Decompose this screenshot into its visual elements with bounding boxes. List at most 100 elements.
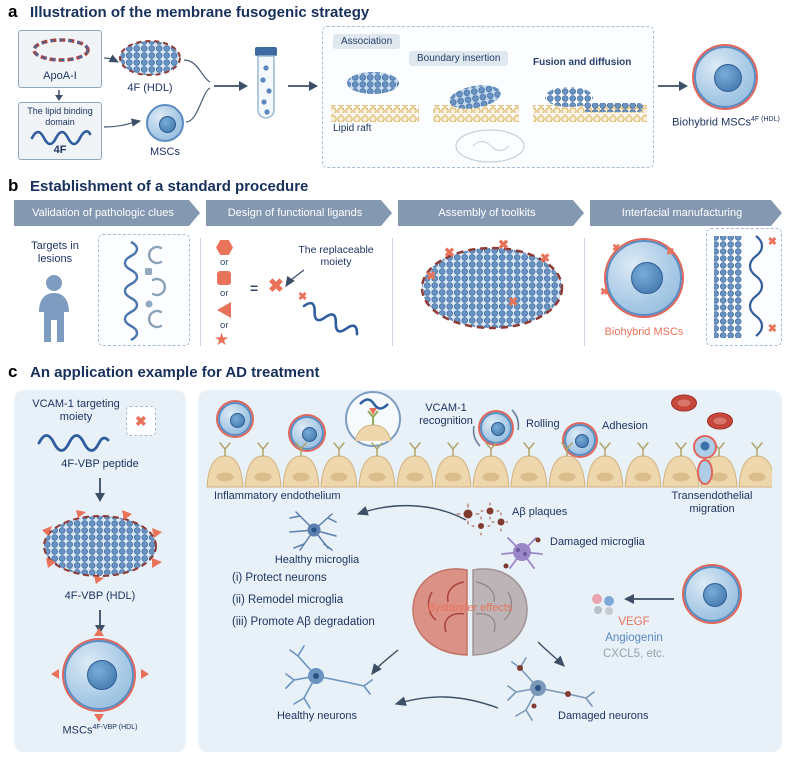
circulating-cell-2 [290, 416, 324, 450]
moiety-x-icon: ✖ [135, 413, 147, 429]
fusion-diffusion-label: Fusion and diffusion [533, 57, 632, 68]
mscs-cell [146, 104, 184, 142]
toolkit-x-3: ✖ [540, 251, 551, 265]
cell-x-2: ✖ [666, 247, 675, 258]
biohybrid-label-a-sup: 4F (HDL) [751, 116, 780, 123]
cytokine-dot-gray-2 [605, 607, 613, 615]
biohybrid-cell-a [694, 46, 756, 108]
nucleus [714, 64, 742, 92]
mscs-vbp-base: MSCs [62, 724, 93, 737]
or-label-2: or [220, 288, 229, 299]
rolling-label: Rolling [526, 418, 560, 430]
targets-box [98, 234, 190, 346]
toolkit-x-1: ✖ [444, 245, 455, 260]
endothelium-layer [206, 442, 772, 488]
cytokine-dot-gray-1 [594, 606, 602, 614]
step-1-banner: Validation of pathologic clues [14, 200, 200, 226]
replaceable-moiety-label: The replaceable moiety [298, 244, 374, 269]
nucleus [230, 413, 245, 428]
brain-to-damaged-arrow [537, 641, 565, 667]
nucleus [159, 116, 176, 133]
mscs-label: MSCs [150, 146, 180, 158]
nucleus [575, 434, 589, 448]
moiety-arrow [285, 269, 305, 288]
effect-1-label: (i) Protect neurons [232, 572, 327, 584]
fusion-process-box: Association Boundary insertion Fusion an… [322, 26, 654, 168]
vbp-hdl-label: 4F-VBP (HDL) [64, 590, 136, 602]
red-blood-cell-2 [707, 412, 733, 430]
toolkit-x-5: ✖ [508, 295, 519, 309]
apoa1-box: ApoA-I [18, 30, 102, 88]
moiety-zoom-box: ✖ [126, 406, 156, 436]
nucleus [491, 422, 505, 436]
4f-vbp-hdl-disc [42, 510, 162, 584]
healthy-neurons-label: Healthy neurons [276, 710, 358, 722]
replaceable-x-icon: ✖ [268, 276, 284, 297]
nucleus [302, 427, 317, 442]
secreting-msc-cell [684, 566, 740, 622]
lesion-targets-graphic [123, 240, 166, 342]
secretion-arrow [624, 594, 674, 604]
cytokine-dot-pink [592, 594, 602, 604]
cell-x-1: ✖ [612, 243, 621, 254]
vegf-label: VEGF [618, 616, 650, 628]
brain-graphic [412, 568, 528, 656]
preparation-panel: VCAM-1 targeting moiety ✖ 4F-VBP peptide… [14, 390, 186, 752]
tube-icon [255, 47, 277, 119]
apoa1-ring-icon [32, 38, 90, 62]
cytokine-dot-blue [604, 596, 614, 606]
cxcl5-label: CXCL5, etc. [603, 648, 665, 660]
association-chip: Association [333, 34, 401, 49]
helix-4f-icon [30, 130, 92, 146]
triangle-shape-icon [217, 302, 231, 318]
converge-lines [184, 59, 211, 123]
divider-2 [392, 238, 393, 346]
membrane-zoom-box: ✖ ✖ [706, 228, 782, 346]
migration-label: Transendothelial migration [671, 490, 753, 515]
panel-b-title: Establishment of a standard procedure [30, 178, 309, 195]
nucleus [631, 262, 663, 294]
vcam-recognition-magnifier [345, 391, 401, 447]
step-2-banner: Design of functional ligands [206, 200, 392, 226]
4f-name-label: 4F [53, 144, 67, 157]
hexagon-shape-icon [216, 240, 233, 255]
adhesion-cell [564, 424, 596, 456]
adhesion-label: Adhesion [602, 420, 648, 432]
panel-c-letter: c [8, 362, 18, 381]
nucleus [703, 583, 727, 607]
ab-plaques-label: Aβ plaques [512, 506, 568, 518]
biohybrid-label-a-base: Biohybrid MSCs [672, 116, 752, 129]
biohybrid-label-b: Biohybrid MSCs [604, 326, 684, 338]
lipid-domain-label: The lipid binding domain [27, 106, 93, 127]
vbp-helix-icon [37, 434, 110, 452]
rolling-arcs-icon [472, 409, 520, 447]
arrow-to-membrane [288, 81, 318, 91]
cell-x-3: ✖ [600, 287, 609, 298]
angiogenin-label: Angiogenin [605, 632, 663, 644]
cell-triangle-4 [94, 714, 104, 722]
endothelium-label: Inflammatory endothelium [214, 490, 341, 502]
mscs-vbp-sup: 4F-VBP (HDL) [92, 724, 138, 731]
toolkit-x-2: ✖ [498, 237, 509, 252]
vcam-moiety-label: VCAM-1 targeting moiety [32, 398, 120, 423]
star-shape-icon: ★ [214, 330, 230, 349]
membrane-cross-section [714, 235, 764, 338]
cell-sketch [455, 129, 525, 163]
damaged-microglia-icon [501, 537, 543, 569]
or-label-1: or [220, 257, 229, 268]
mscs-vbp-cell [64, 640, 134, 710]
transmigrating-cell [693, 435, 717, 485]
ligand-helix-icon [302, 301, 359, 336]
rolling-cell [480, 412, 512, 444]
healthy-neuron-icon [285, 645, 373, 709]
panel-a-title: Illustration of the membrane fusogenic s… [30, 4, 370, 21]
cell-triangle-3 [141, 669, 149, 679]
vbp-peptide-label: 4F-VBP peptide [61, 458, 139, 470]
nucleus [87, 660, 117, 690]
4f-hdl-disc [119, 40, 181, 76]
biohybrid-label-a: Biohybrid MSCs4F (HDL) [664, 116, 788, 130]
red-blood-cell-1 [671, 394, 697, 412]
ad-treatment-panel: VCAM-1 recognition Rolling Adhesion [198, 390, 782, 752]
boundary-insertion-chip: Boundary insertion [409, 51, 509, 66]
